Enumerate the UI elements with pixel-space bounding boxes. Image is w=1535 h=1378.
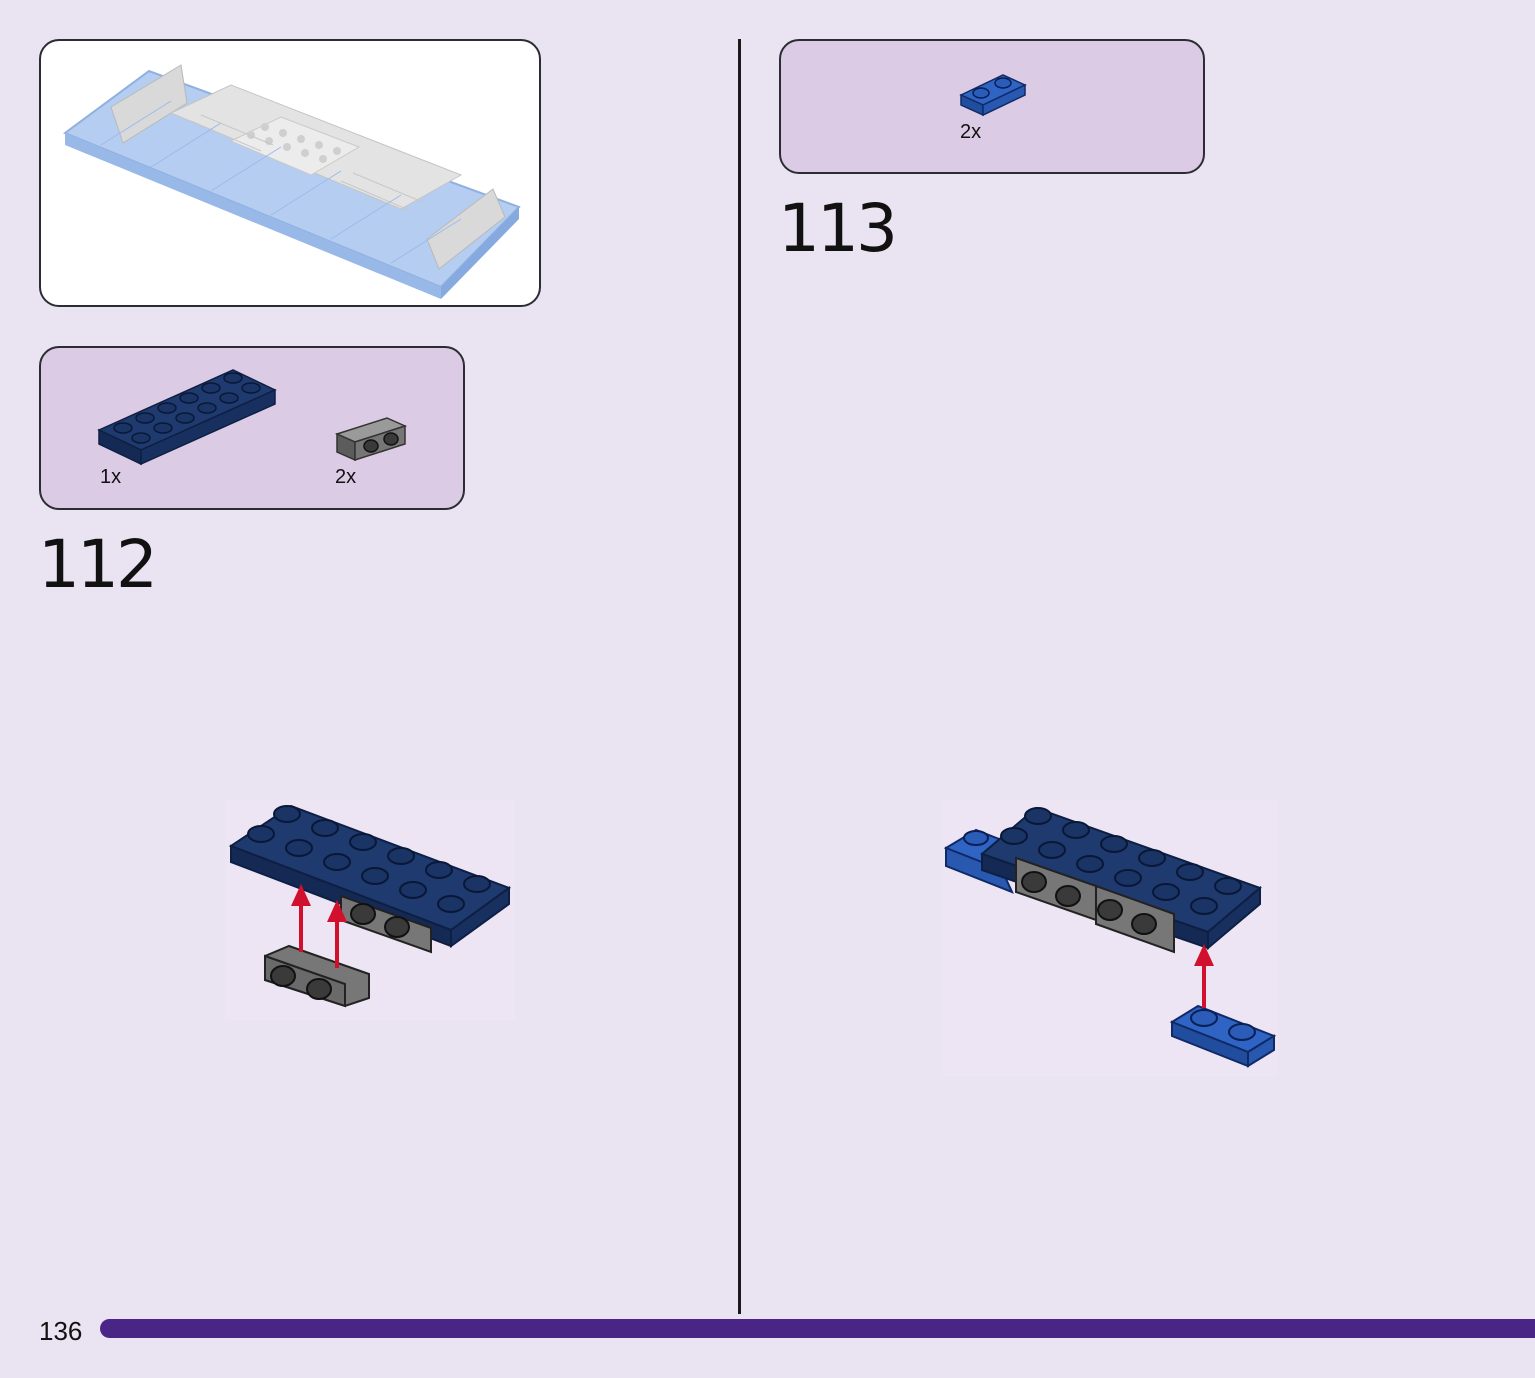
parts-list-112: 1x 2x [39, 346, 465, 510]
blue-1x2-plate-icon [959, 74, 1027, 117]
page-number: 136 [39, 1316, 83, 1346]
step-number-113: 113 [778, 190, 898, 267]
step-113-assembly-illustration [942, 800, 1278, 1076]
step-number-112: 112 [38, 526, 158, 603]
assembly-arrow [291, 884, 347, 968]
step-112-assembly-illustration [225, 800, 515, 1020]
dark-blue-2x6-plate-icon [97, 369, 277, 466]
model-overview-image [62, 64, 521, 299]
progress-bar [100, 1319, 1535, 1338]
part-qty-blue-plate: 2x [960, 121, 982, 143]
part-qty-bracket: 2x [335, 466, 357, 488]
assembly-arrow [1194, 944, 1214, 1008]
column-divider [738, 39, 741, 1314]
parts-list-113: 2x [779, 39, 1205, 174]
model-preview-box [39, 39, 541, 307]
gray-bracket-icon [334, 417, 408, 462]
part-qty-plate: 1x [100, 466, 122, 488]
